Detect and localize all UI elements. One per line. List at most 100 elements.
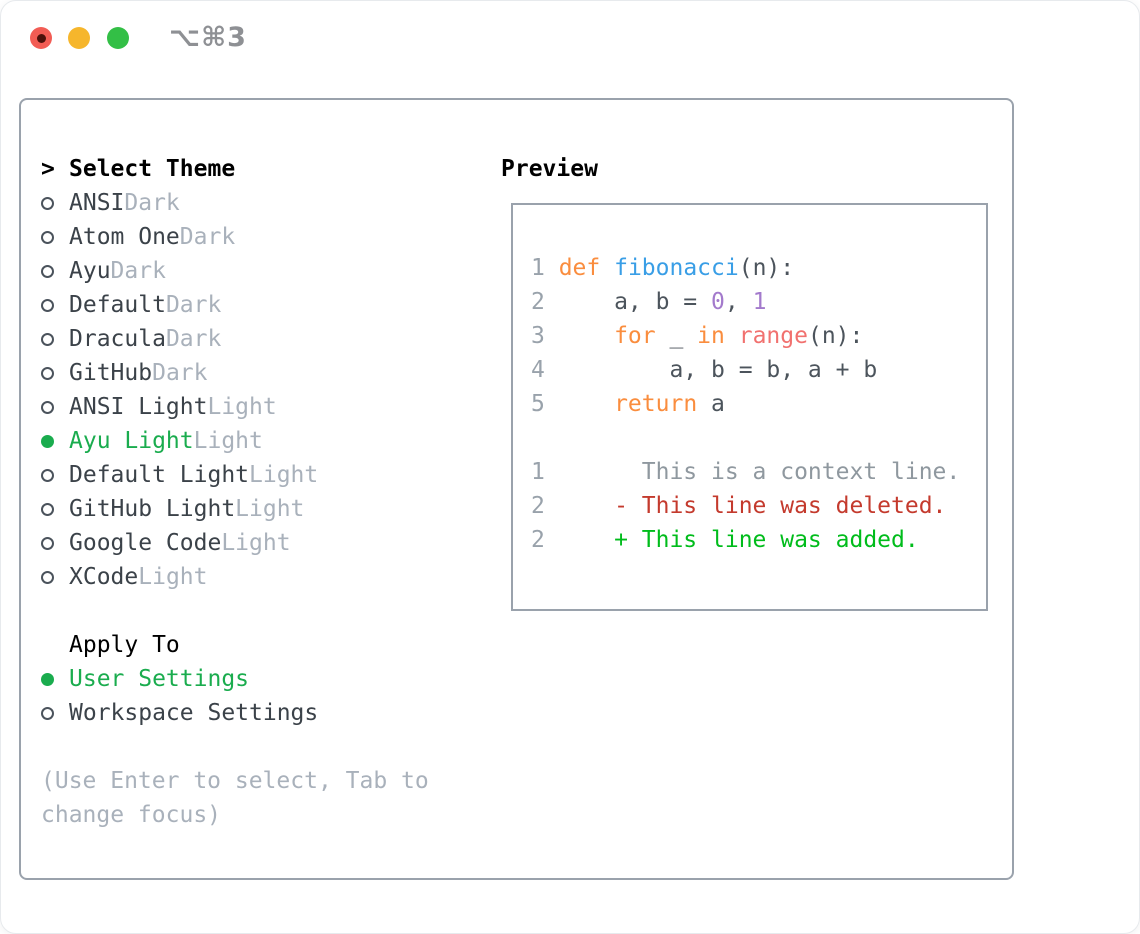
theme-variant-label: Light [193,428,263,454]
code-line: 1 This is a context line. [531,455,968,489]
code-token-plain: _ [655,323,698,349]
theme-variant-label: Light [138,564,208,590]
code-token-constant: 1 [752,289,767,315]
code-token-deleted: - This line was deleted. [558,493,947,519]
theme-option-ansi-light[interactable]: ANSI Light Light [41,390,486,424]
theme-option-ayu-light[interactable]: Ayu Light Light [41,424,486,458]
line-number: 2 [531,493,545,519]
code-line: 2 a, b = 0, 1 [531,285,968,319]
code-token-plain [559,391,614,417]
radio-icon [41,400,54,414]
radio-icon [41,230,54,244]
theme-variant-label: Dark [152,360,208,386]
radio-icon [41,570,54,584]
apply-option-user-settings[interactable]: User Settings [41,662,486,696]
theme-variant-label: Light [249,462,319,488]
code-token-constant: 0 [711,289,725,315]
code-token-special: range [738,323,808,349]
theme-variant-label: Dark [165,326,222,352]
theme-option-label: GitHub [69,360,153,386]
theme-option-github[interactable]: GitHub Dark [41,356,486,390]
minimize-button[interactable] [68,27,90,49]
theme-option-label: Ayu [69,258,111,284]
code-line: 4 a, b = b, a + b [531,353,968,387]
theme-option-default[interactable]: Default Dark [41,288,486,322]
apply-to-header: Apply To [41,628,486,662]
line-number: 4 [531,357,545,383]
window-title-shortcut: ⌥⌘3 [169,22,247,53]
code-token-keyword: def [558,255,601,281]
apply-to-title: Apply To [69,632,180,658]
theme-variant-label: Light [221,530,291,556]
theme-option-dracula[interactable]: Dracula Dark [41,322,486,356]
select-theme-title: Select Theme [69,156,236,182]
radio-icon [41,298,54,312]
theme-option-label: Ayu Light [69,428,194,454]
code-token-plain: a, b = [558,289,712,315]
code-line: 5 return a [531,387,968,421]
code-line: 3 for _ in range(n): [531,319,968,353]
theme-option-label: XCode [69,564,139,590]
keyboard-hint: (Use Enter to select, Tab to change focu… [41,768,429,828]
code-token-plain [559,323,614,349]
theme-option-label: GitHub Light [69,496,236,522]
theme-option-label: ANSI [69,190,125,216]
theme-variant-label: Dark [165,292,222,318]
theme-option-atom-one[interactable]: Atom One Dark [41,220,486,254]
zoom-button[interactable] [107,27,129,49]
radio-icon [41,264,54,278]
apply-option-label: Workspace Settings [69,700,319,726]
apply-option-workspace-settings[interactable]: Workspace Settings [41,696,486,730]
radio-selected-icon [41,672,54,686]
code-token-added: + This line was added. [558,527,919,553]
line-number: 2 [531,289,545,315]
theme-variant-label: Light [235,496,305,522]
theme-option-label: Default [69,292,166,318]
line-number: 1 [531,255,545,281]
radio-icon [41,468,54,482]
radio-icon [41,332,54,346]
theme-option-label: Default Light [69,462,250,488]
theme-option-xcode[interactable]: XCode Light [41,560,486,594]
line-number: 2 [531,527,545,553]
select-theme-header: > Select Theme [41,152,486,186]
titlebar: ⌥⌘3 [1,1,1139,75]
code-token-plain [725,323,739,349]
code-token-plain: (n): [807,323,864,349]
code-token-plain [600,255,614,281]
code-token-keyword: return [614,391,698,417]
line-number: 3 [531,323,545,349]
line-number: 5 [531,391,545,417]
code-token-function: fibonacci [614,255,739,281]
spacer [41,730,486,764]
theme-option-default-light[interactable]: Default Light Light [41,458,486,492]
code-line: 2 + This line was added. [531,523,968,557]
line-number: 1 [531,459,545,485]
theme-variant-label: Light [207,394,277,420]
code-token-plain: , [724,289,753,315]
code-token-plain: a, b = b, a + b [558,357,878,383]
theme-option-google-code[interactable]: Google Code Light [41,526,486,560]
code-token-keyword: for [614,323,656,349]
code-line [531,421,968,455]
prompt-icon: > [41,156,55,182]
theme-option-ansi[interactable]: ANSI Dark [41,186,486,220]
theme-option-label: Google Code [69,530,222,556]
theme-option-ayu[interactable]: Ayu Dark [41,254,486,288]
theme-option-github-light[interactable]: GitHub Light Light [41,492,486,526]
radio-icon [41,706,54,720]
theme-option-label: Atom One [69,224,180,250]
code-line: 2 - This line was deleted. [531,489,968,523]
radio-icon [41,366,54,380]
spacer [41,594,486,628]
close-button[interactable] [30,27,52,49]
radio-icon [41,196,54,210]
